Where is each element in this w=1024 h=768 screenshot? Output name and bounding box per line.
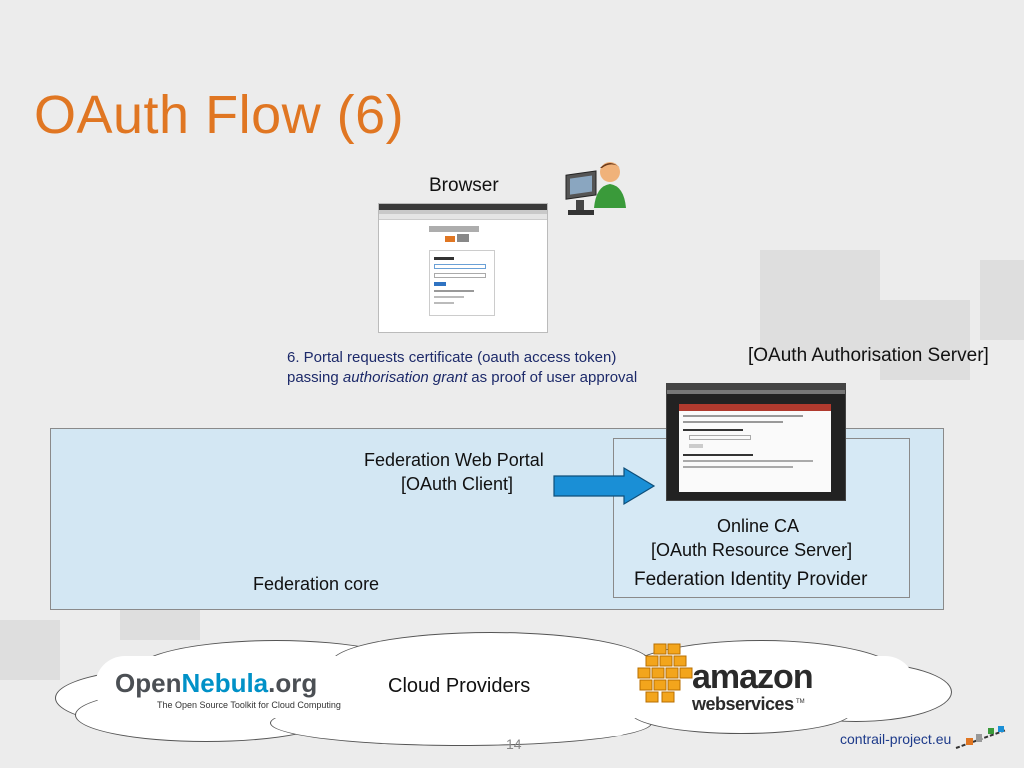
login-box <box>429 250 495 316</box>
slide-title: OAuth Flow (6) <box>34 85 405 145</box>
browser-addressbar <box>379 214 547 220</box>
browser-label: Browser <box>429 175 499 196</box>
browser-toolbar <box>379 210 547 214</box>
logo-text: .org <box>268 668 318 698</box>
aws-webservices-text: webservices <box>692 694 794 714</box>
portal-logo <box>429 226 479 232</box>
ca-titlebar <box>667 384 845 390</box>
step-description: 6. Portal requests certificate (oauth ac… <box>287 348 647 388</box>
step-text: 6. Portal requests certificate (oauth ac… <box>287 349 617 386</box>
logo-text: Nebula <box>181 668 269 698</box>
online-ca-label: Online CA <box>717 516 800 536</box>
auth-server-label: [OAuth Authorisation Server] <box>748 345 989 366</box>
footer-url: contrail-project.eu <box>840 731 952 747</box>
right-arrow-icon <box>553 466 656 506</box>
opennebula-tagline: The Open Source Toolkit for Cloud Comput… <box>157 700 341 710</box>
page-number: 14 <box>506 736 522 752</box>
bg-square <box>760 250 880 360</box>
step-emphasis: authorisation grant <box>342 369 468 386</box>
step-text-end: as proof of user approval <box>467 369 638 386</box>
cloud-body <box>95 656 915 718</box>
ca-header-bar <box>679 404 831 411</box>
bg-square <box>980 260 1024 340</box>
bg-square <box>880 300 970 380</box>
browser-titlebar <box>379 204 547 210</box>
cloud-providers-label: Cloud Providers <box>388 675 531 697</box>
portal-label: Federation Web Portal <box>364 450 544 470</box>
aws-amazon-text: amazon <box>692 658 814 696</box>
bg-square <box>0 620 60 680</box>
user-at-computer-icon <box>565 162 626 215</box>
browser-screenshot <box>378 203 548 333</box>
contrail-logo-icon <box>955 726 1007 749</box>
portal-role-label: [OAuth Client] <box>401 474 514 494</box>
resource-server-label: [OAuth Resource Server] <box>651 540 853 560</box>
aws-boxes-icon <box>637 643 693 703</box>
logo-text: Open <box>115 668 182 698</box>
ca-screenshot <box>666 383 846 501</box>
federation-core-label: Federation core <box>253 574 380 594</box>
cloud-body <box>300 710 630 736</box>
ca-toolbar <box>667 390 845 394</box>
logo-block <box>445 236 455 242</box>
identity-provider-label: Federation Identity Provider <box>634 569 868 590</box>
opennebula-logo: OpenNebula.org <box>115 668 317 699</box>
logo-block <box>457 234 469 242</box>
aws-trademark: TM <box>796 699 805 705</box>
ca-page <box>679 404 831 492</box>
